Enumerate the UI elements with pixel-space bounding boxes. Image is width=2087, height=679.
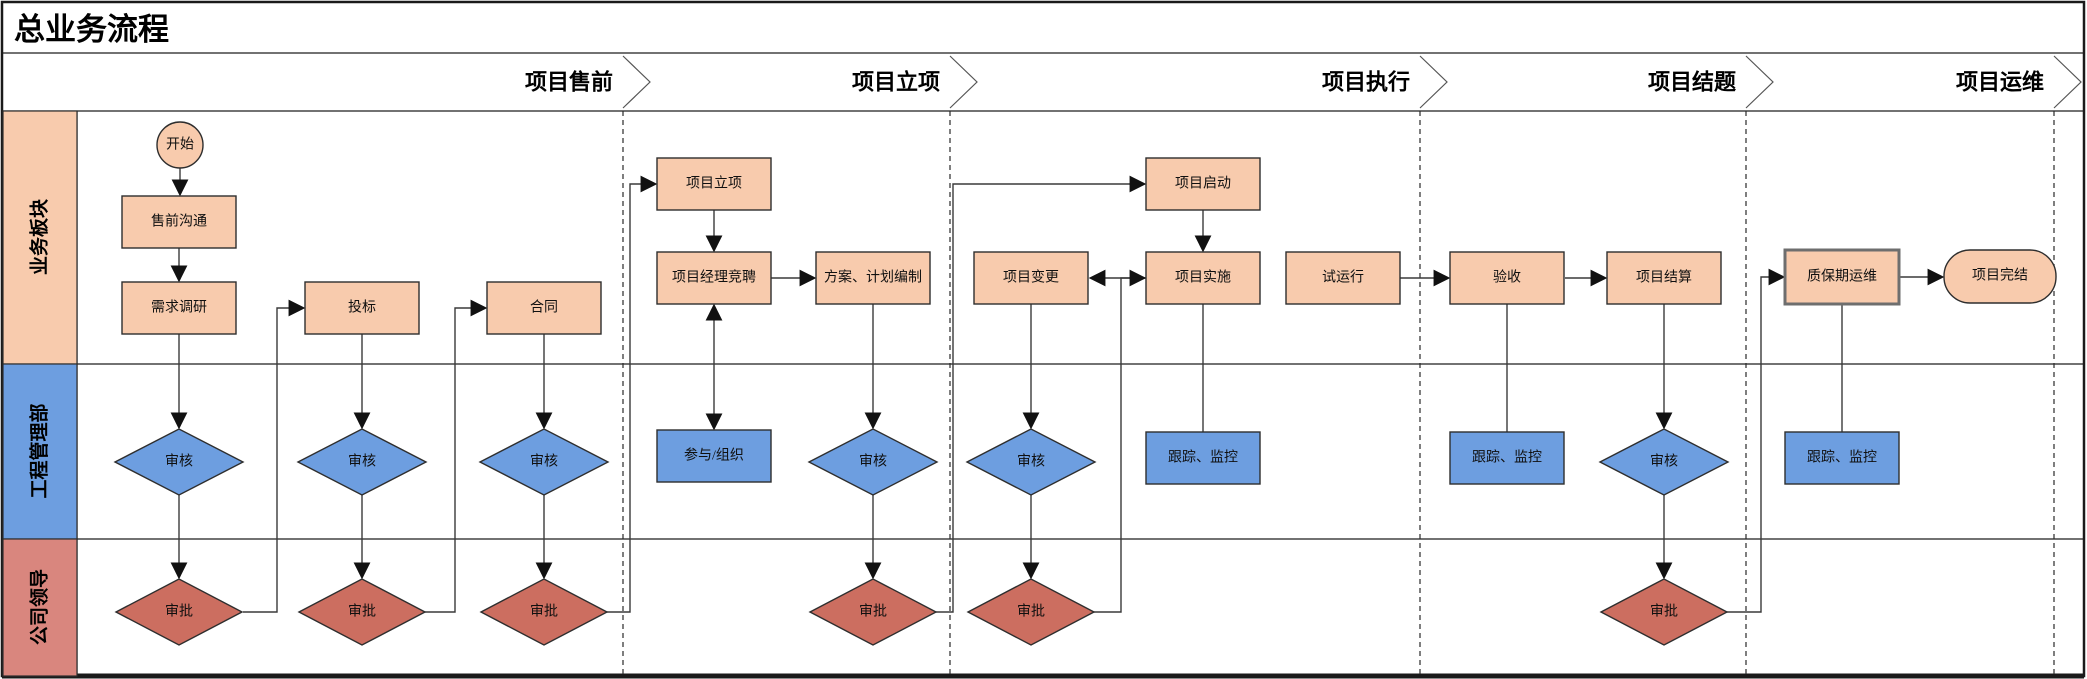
phase-header-presale: 项目售前 [525,70,613,95]
node-project-change: 项目变更 [973,251,1089,305]
svg-text:合同: 合同 [530,300,558,316]
node-start: 开始 [156,121,204,169]
svg-text:审核: 审核 [1017,454,1045,470]
review-diamond-presale-1: 审核 [113,428,245,496]
lane-company-leadership: 公司领导 [2,538,78,677]
review-diamond-initiation: 审核 [807,428,939,496]
svg-text:审批: 审批 [348,604,376,620]
svg-text:审核: 审核 [348,454,376,470]
node-plan-preparation: 方案、计划编制 [815,251,931,305]
svg-text:售前沟通: 售前沟通 [151,213,207,230]
edge-approve2-contract [425,299,488,613]
phase-separators [622,111,2055,676]
approve-diamond-presale-1: 审批 [114,578,244,646]
connectors [170,168,1945,613]
lane-engineering-mgmt: 工程管理部 [2,363,78,540]
svg-text:项目结算: 项目结算 [1636,270,1692,286]
svg-text:跟踪、监控: 跟踪、监控 [1807,450,1877,466]
node-presale-communication: 售前沟通 [121,195,237,249]
approve-diamond-closing: 审批 [1599,578,1729,646]
node-track-monitor-1: 跟踪、监控 [1145,431,1261,485]
svg-text:项目启动: 项目启动 [1175,176,1231,192]
svg-text:方案、计划编制: 方案、计划编制 [824,269,922,286]
svg-text:投标: 投标 [348,300,376,316]
svg-text:审批: 审批 [530,604,558,620]
svg-text:审核: 审核 [859,454,887,470]
node-project-kickoff: 项目启动 [1145,157,1261,211]
svg-text:审批: 审批 [165,604,193,620]
svg-text:审批: 审批 [1650,604,1678,620]
review-diamond-presale-2: 审核 [296,428,428,496]
approve-diamond-presale-2: 审批 [297,578,427,646]
node-bidding: 投标 [304,281,420,335]
diagram-title: 总业务流程 [14,12,169,47]
chevron-icon [622,55,651,109]
review-diamond-closing: 审核 [1598,428,1730,496]
svg-text:审批: 审批 [859,604,887,620]
node-project-complete: 项目完结 [1943,249,2057,304]
node-project-initiation: 项目立项 [656,157,772,211]
phase-header-band: 项目售前 项目立项 项目执行 项目结题 项目运维 [525,55,2082,109]
lane-label-engineering-mgmt: 工程管理部 [28,403,51,498]
chevron-icon [949,55,978,109]
node-warranty-operations: 质保期运维 [1783,248,1901,306]
node-track-monitor-2: 跟踪、监控 [1449,431,1565,485]
approve-diamond-initiation: 审批 [808,578,938,646]
node-trial-run: 试运行 [1285,251,1401,305]
lane-label-company-leadership: 公司领导 [28,569,51,645]
svg-text:项目变更: 项目变更 [1003,270,1059,286]
approve-diamond-presale-3: 审批 [479,578,609,646]
approve-diamond-execution: 审批 [966,578,1096,646]
svg-text:质保期运维: 质保期运维 [1807,269,1877,285]
edge-approve4-kickoff [936,175,1147,613]
svg-text:试运行: 试运行 [1322,270,1364,286]
chevron-icon [2053,55,2082,109]
node-acceptance: 验收 [1449,251,1565,305]
node-project-implementation: 项目实施 [1145,251,1261,305]
svg-text:参与/组织: 参与/组织 [684,447,744,464]
edge-approve6-warranty [1727,268,1786,613]
phase-header-closing: 项目结题 [1648,70,1737,95]
lane-business: 业务板块 [2,110,78,365]
svg-text:项目实施: 项目实施 [1175,270,1231,286]
node-demand-research: 需求调研 [121,281,237,335]
node-pm-competition: 项目经理竞聘 [656,251,772,305]
svg-text:跟踪、监控: 跟踪、监控 [1472,450,1542,466]
svg-text:审批: 审批 [1017,604,1045,620]
edge-approve5-implement [1094,269,1147,613]
svg-text:项目立项: 项目立项 [686,176,742,192]
svg-text:审核: 审核 [1650,454,1678,470]
node-participate-organize: 参与/组织 [656,429,772,483]
chevron-icon [1745,55,1774,109]
node-settlement: 项目结算 [1606,251,1722,305]
phase-header-operations: 项目运维 [1956,70,2044,95]
lane-label-business: 业务板块 [28,198,51,275]
node-track-monitor-3: 跟踪、监控 [1784,431,1900,485]
node-contract: 合同 [486,281,602,335]
svg-text:项目经理竞聘: 项目经理竞聘 [672,269,756,286]
svg-text:审核: 审核 [530,454,558,470]
phase-header-initiation: 项目立项 [852,70,940,95]
svg-text:开始: 开始 [166,137,194,153]
svg-text:跟踪、监控: 跟踪、监控 [1168,450,1238,466]
edge-approve3-initiation [607,175,658,613]
review-diamond-execution: 审核 [965,428,1097,496]
review-diamond-presale-3: 审核 [478,428,610,496]
svg-text:项目完结: 项目完结 [1972,268,2028,284]
edge-approve1-bidding [243,299,306,613]
svg-text:需求调研: 需求调研 [151,300,207,316]
chevron-icon [1419,55,1448,109]
phase-header-execution: 项目执行 [1322,70,1410,95]
svg-text:验收: 验收 [1493,270,1521,286]
svg-text:审核: 审核 [165,454,193,470]
